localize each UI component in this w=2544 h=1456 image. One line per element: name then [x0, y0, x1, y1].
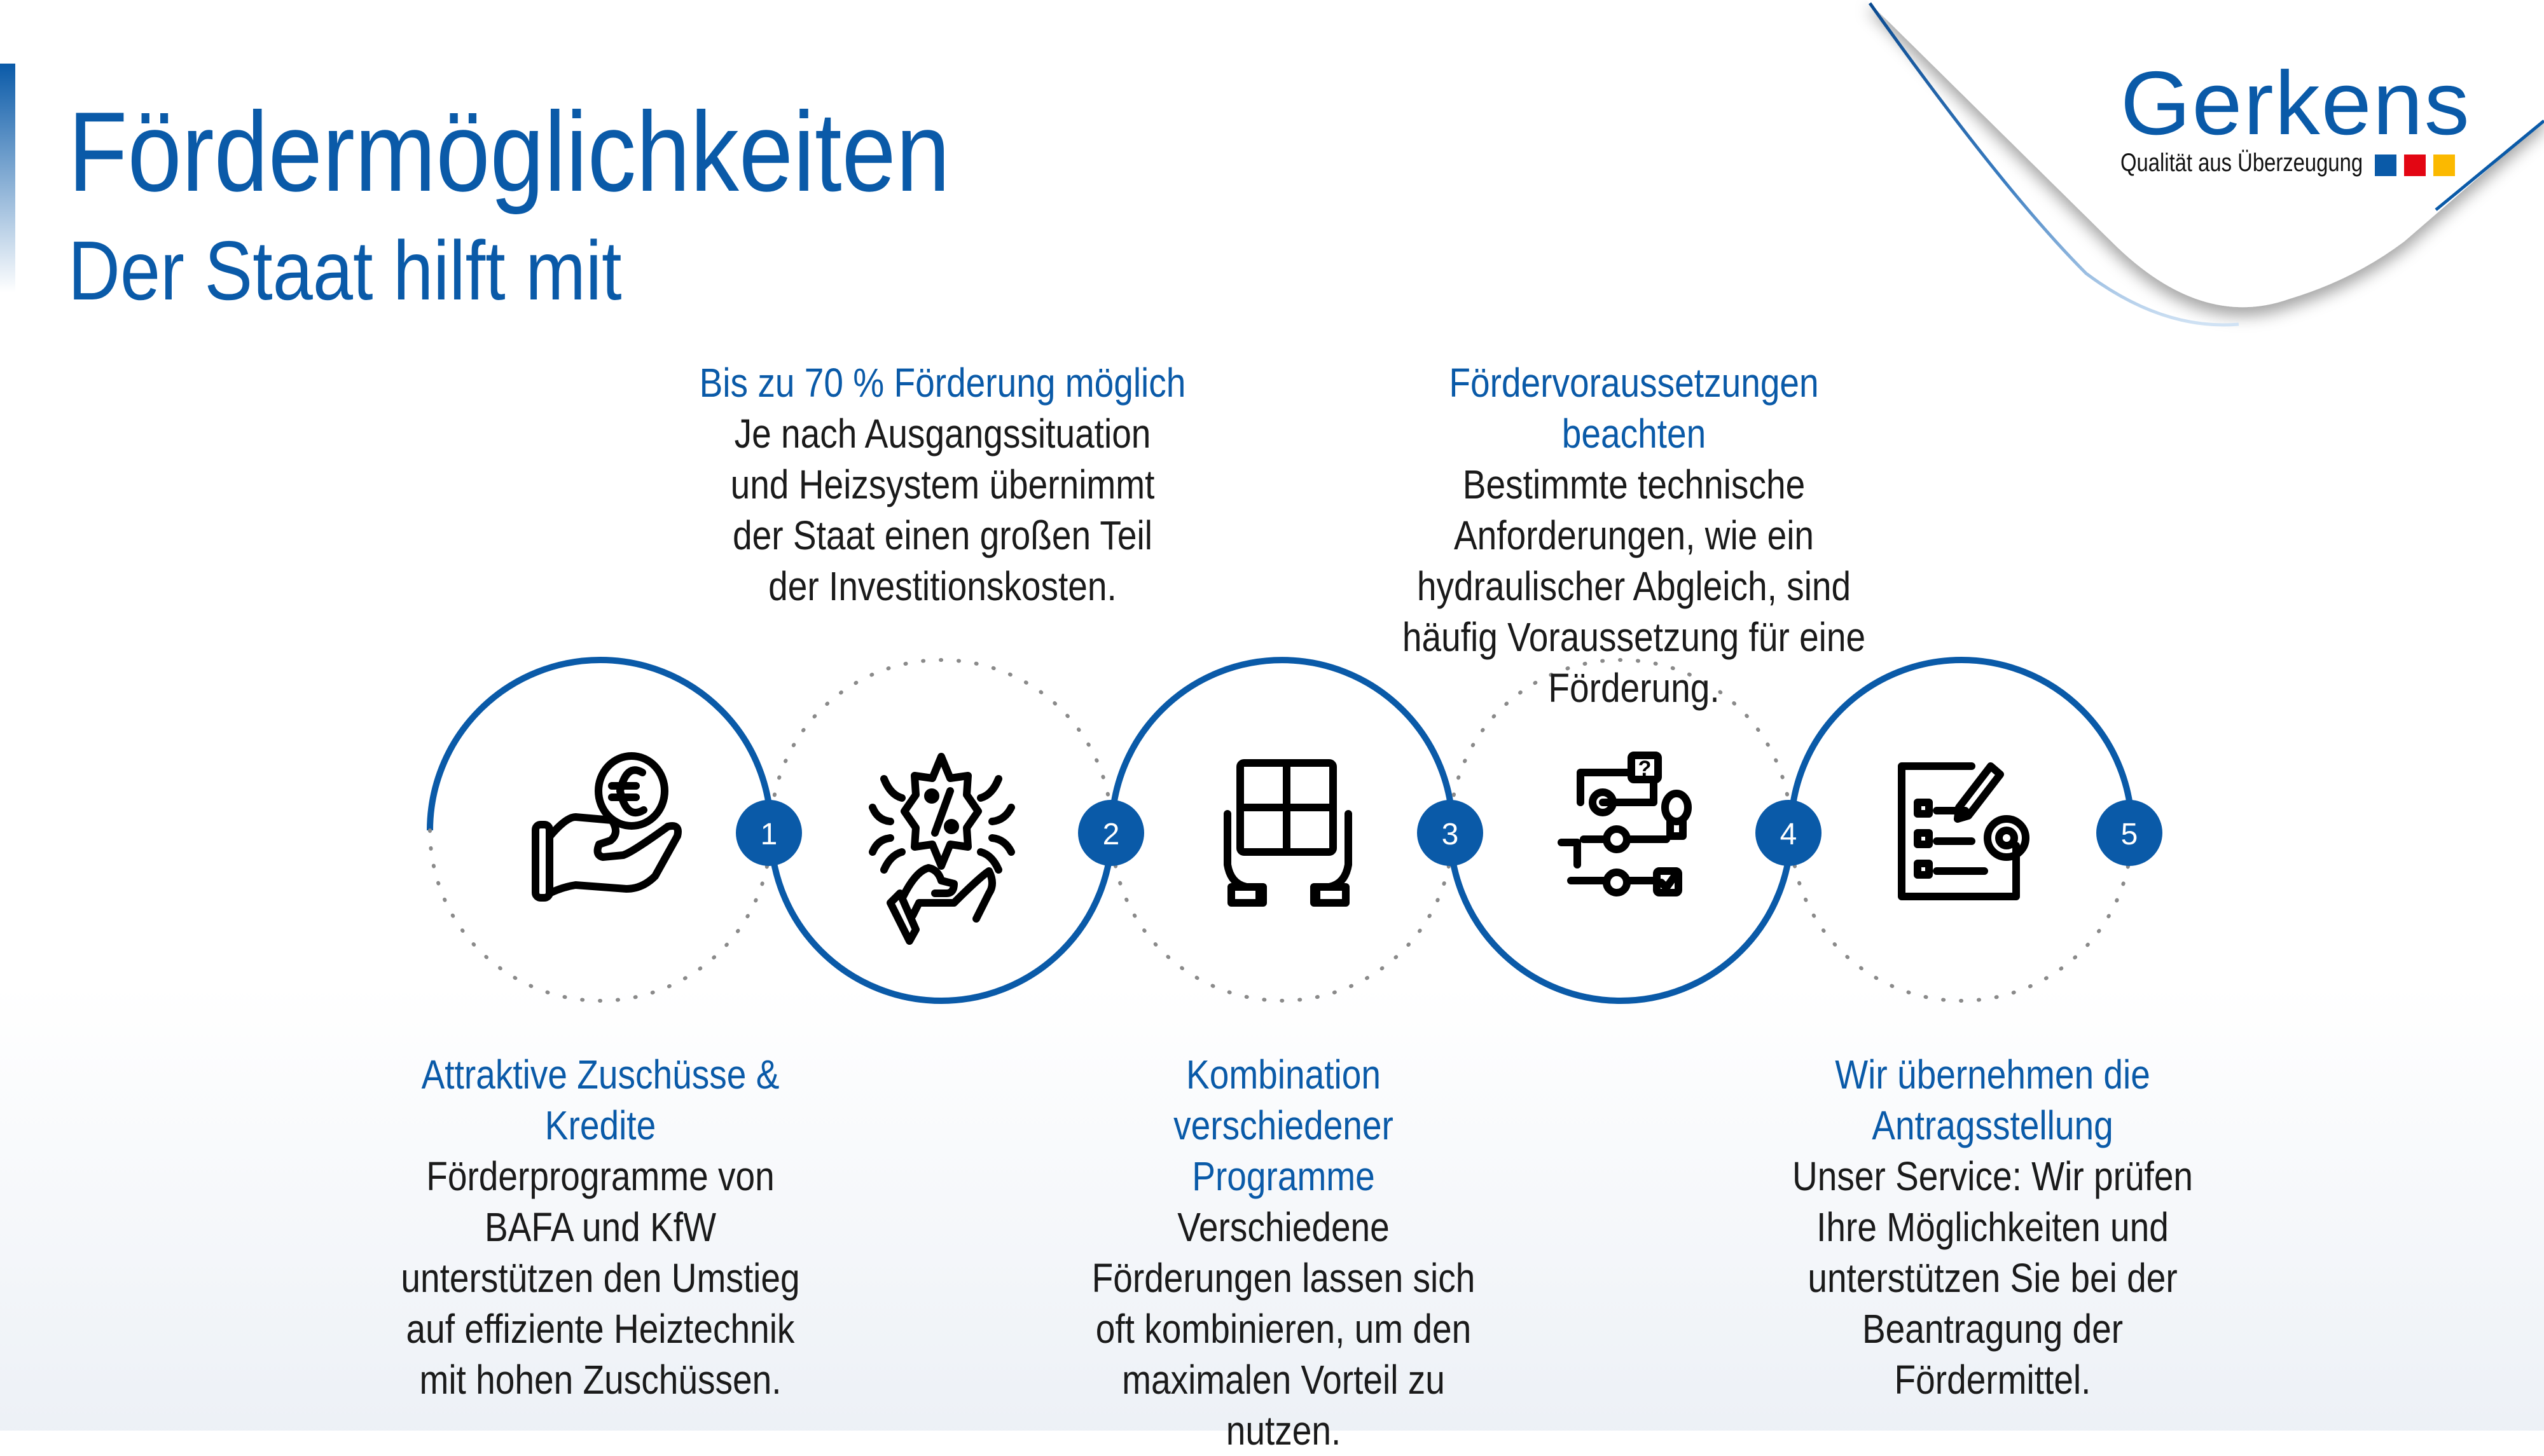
- circle-2-solid-arc: [768, 830, 1115, 1004]
- step-1-title: Attraktive Zuschüsse & Kredite: [421, 1052, 780, 1148]
- badge-number-5: 5: [2121, 818, 2138, 851]
- circle-5-solid-arc: [1788, 657, 2135, 831]
- background-pattern: [0, 986, 2544, 1431]
- circle-2-dotted-arc: [769, 658, 1114, 832]
- badge-number-4: 4: [1780, 818, 1797, 851]
- logo-square-yellow: [2433, 155, 2455, 176]
- badge-number-1: 1: [761, 818, 778, 851]
- step-4-title: Fördervoraussetzungen beachten: [1449, 360, 1819, 457]
- accent-bar: [0, 64, 15, 292]
- badge-number-2: 2: [1103, 818, 1120, 851]
- step-1-block: Attraktive Zuschüsse & Kredite Förderpro…: [333, 1049, 868, 1405]
- step-4-text: Bestimmte technische Anforderungen, wie …: [1402, 462, 1866, 711]
- circle-4-dotted-arc: [1448, 658, 1793, 832]
- process-gears-icon: ?: [1558, 752, 1692, 896]
- hands-puzzle-icon: [1224, 759, 1352, 907]
- badge-1: [736, 800, 802, 866]
- logo-swoosh: [1867, 0, 2544, 327]
- step-2-text: Je nach Ausgangssituation und Heizsystem…: [730, 411, 1155, 609]
- circle-5-dotted-arc: [1789, 828, 2134, 1003]
- logo-wordmark: Gerkens: [2120, 53, 2471, 154]
- circle-3-solid-arc: [1109, 657, 1456, 831]
- step-5-block: Wir übernehmen die Antragsstellung Unser…: [1706, 1049, 2279, 1405]
- step-3-block: Kombination verschiedener Programme Vers…: [1016, 1049, 1551, 1456]
- circle-3-dotted-arc: [1110, 828, 1455, 1003]
- step-3-title: Kombination verschiedener Programme: [1173, 1052, 1393, 1199]
- svg-text:?: ?: [1638, 757, 1652, 781]
- circle-1-solid-arc: [427, 657, 774, 831]
- step-5-title: Wir übernehmen die Antragsstellung: [1835, 1052, 2150, 1148]
- logo-tagline: Qualität aus Überzeugung: [2120, 149, 2363, 177]
- badge-5: [2096, 800, 2162, 866]
- badge-number-3: 3: [1442, 818, 1459, 851]
- page-subtitle: Der Staat hilft mit: [68, 224, 622, 317]
- badge-2: [1078, 800, 1144, 866]
- hand-euro-coin-icon: [532, 752, 682, 902]
- logo-square-blue: [2375, 155, 2396, 176]
- step-5-text: Unser Service: Wir prüfen Ihre Möglichke…: [1792, 1153, 2194, 1403]
- step-2-block: Bis zu 70 % Förderung möglich Je nach Au…: [656, 357, 1229, 612]
- step-3-text: Verschiedene Förderungen lassen sich oft…: [1091, 1204, 1476, 1453]
- circle-1-dotted-arc: [428, 828, 773, 1003]
- badge-3: [1417, 800, 1483, 866]
- checklist-gear-icon: [1898, 762, 2029, 900]
- page-title: Fördermöglichkeiten: [68, 88, 950, 215]
- badge-4: [1755, 800, 1822, 866]
- step-2-title: Bis zu 70 % Förderung möglich: [699, 360, 1186, 406]
- step-badges: 1 2 3 4 5: [736, 800, 2162, 866]
- hand-percent-badge-icon: [869, 753, 1015, 945]
- logo-square-red: [2404, 155, 2426, 176]
- step-4-block: Fördervoraussetzungen beachten Bestimmte…: [1348, 357, 1920, 713]
- circle-4-solid-arc: [1447, 830, 1794, 1004]
- step-1-text: Förderprogramme von BAFA und KfW unterst…: [401, 1153, 800, 1403]
